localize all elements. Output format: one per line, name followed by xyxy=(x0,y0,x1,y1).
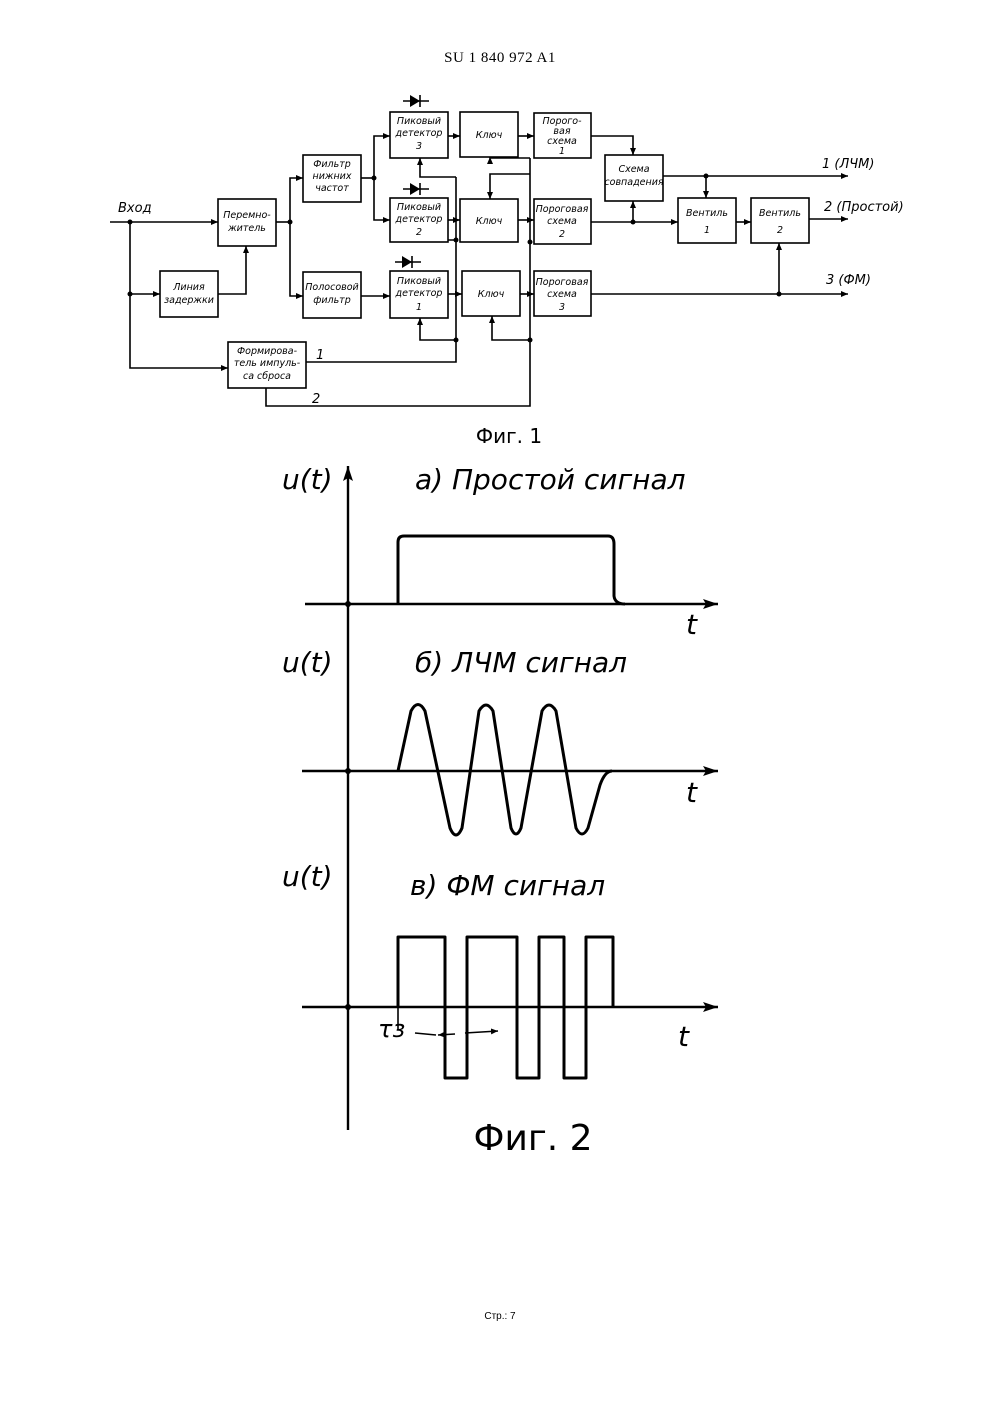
block-threshold-3: Пороговая схема 3 xyxy=(534,271,591,316)
svg-text:Полосовой: Полосовой xyxy=(305,282,358,293)
svg-text:Линия: Линия xyxy=(172,282,205,293)
page-footer: Стр.: 7 xyxy=(0,1311,1000,1322)
block-gate-2: Вентиль 2 xyxy=(751,198,809,243)
svg-text:фильтр: фильтр xyxy=(313,295,351,306)
svg-text:1: 1 xyxy=(416,302,422,313)
panel-a-title: а) Простой сигнал xyxy=(415,463,686,496)
output-3-label: 3 (ФМ) xyxy=(826,273,871,288)
block-multiplier: Перемно- житель xyxy=(218,199,276,246)
svg-text:детектор: детектор xyxy=(395,214,443,225)
y-axis-label: u(t) xyxy=(282,463,333,496)
block-key-3: Ключ xyxy=(460,112,518,157)
svg-text:Вентиль: Вентиль xyxy=(686,208,728,219)
block-bandpass-filter: Полосовой фильтр xyxy=(303,272,361,318)
svg-text:схема: схема xyxy=(547,216,577,227)
figure-2-caption: Фиг. 2 xyxy=(473,1118,592,1159)
block-threshold-1: Порого- вая схема 1 xyxy=(534,113,591,158)
svg-text:нижних: нижних xyxy=(313,171,352,182)
svg-text:2: 2 xyxy=(559,229,565,240)
x-axis-label-a: t xyxy=(686,608,698,641)
svg-text:Фильтр: Фильтр xyxy=(313,159,351,170)
waveform-figure: u(t) а) Простой сигнал t u(t) б) ЛЧМ сиг… xyxy=(282,463,718,1159)
svg-text:1: 1 xyxy=(559,146,565,157)
svg-text:задержки: задержки xyxy=(164,295,214,306)
reset-output-1-label: 1 xyxy=(316,348,324,363)
block-key-2: Ключ xyxy=(460,199,518,242)
block-peak-detector-2: Пиковый детектор 2 xyxy=(390,198,448,242)
svg-text:3: 3 xyxy=(559,302,565,313)
svg-text:Вентиль: Вентиль xyxy=(759,208,801,219)
svg-text:Формирова-: Формирова- xyxy=(237,346,298,357)
svg-text:Пиковый: Пиковый xyxy=(397,202,441,213)
block-delay-line: Линия задержки xyxy=(160,271,218,317)
svg-text:2: 2 xyxy=(777,225,783,236)
svg-text:2: 2 xyxy=(416,227,422,238)
svg-text:схема: схема xyxy=(547,289,577,300)
svg-text:1: 1 xyxy=(704,225,710,236)
svg-text:Пороговая: Пороговая xyxy=(536,204,589,215)
svg-text:тель импуль-: тель импуль- xyxy=(234,358,301,369)
svg-text:детектор: детектор xyxy=(395,288,443,299)
block-gate-1: Вентиль 1 xyxy=(678,198,736,243)
block-peak-detector-3: Пиковый детектор 3 xyxy=(390,112,448,158)
svg-text:са сброса: са сброса xyxy=(243,371,291,382)
output-2-label: 2 (Простой) xyxy=(824,200,904,215)
reset-output-2-label: 2 xyxy=(312,392,320,407)
input-label: Вход xyxy=(118,201,152,216)
svg-text:3: 3 xyxy=(416,141,422,152)
svg-text:совпадения: совпадения xyxy=(604,177,663,188)
block-lowpass-filter: Фильтр нижних частот xyxy=(303,155,361,202)
tau-label: τз xyxy=(378,1015,405,1043)
block-reset-pulse-former: Формирова- тель импуль- са сброса xyxy=(228,342,306,388)
svg-text:Ключ: Ключ xyxy=(476,216,503,227)
panel-c-title: в) ФМ сигнал xyxy=(410,869,605,902)
y-axis-label: u(t) xyxy=(282,646,333,679)
svg-text:Пиковый: Пиковый xyxy=(397,116,441,127)
y-axis-label: u(t) xyxy=(282,860,333,893)
svg-text:Пороговая: Пороговая xyxy=(536,277,589,288)
simple-pulse-waveform xyxy=(398,536,625,604)
svg-text:Пиковый: Пиковый xyxy=(397,276,441,287)
svg-text:Схема: Схема xyxy=(618,164,649,175)
figure-1-caption: Фиг. 1 xyxy=(476,424,542,448)
lfm-waveform xyxy=(398,705,612,836)
svg-text:частот: частот xyxy=(315,183,349,194)
svg-text:житель: житель xyxy=(227,223,266,234)
svg-text:Ключ: Ключ xyxy=(476,130,503,141)
panel-b-title: б) ЛЧМ сигнал xyxy=(415,646,627,679)
x-axis-label-c: t xyxy=(678,1020,690,1053)
block-threshold-2: Пороговая схема 2 xyxy=(534,199,591,244)
svg-text:Перемно-: Перемно- xyxy=(223,210,271,221)
svg-text:Ключ: Ключ xyxy=(478,289,505,300)
block-key-1: Ключ xyxy=(462,271,520,316)
block-peak-detector-1: Пиковый детектор 1 xyxy=(390,271,448,318)
output-1-label: 1 (ЛЧМ) xyxy=(822,157,874,172)
block-coincidence: Схема совпадения xyxy=(604,155,663,201)
svg-text:детектор: детектор xyxy=(395,128,443,139)
x-axis-label-b: t xyxy=(686,776,698,809)
block-diagram: Вход xyxy=(110,95,904,448)
